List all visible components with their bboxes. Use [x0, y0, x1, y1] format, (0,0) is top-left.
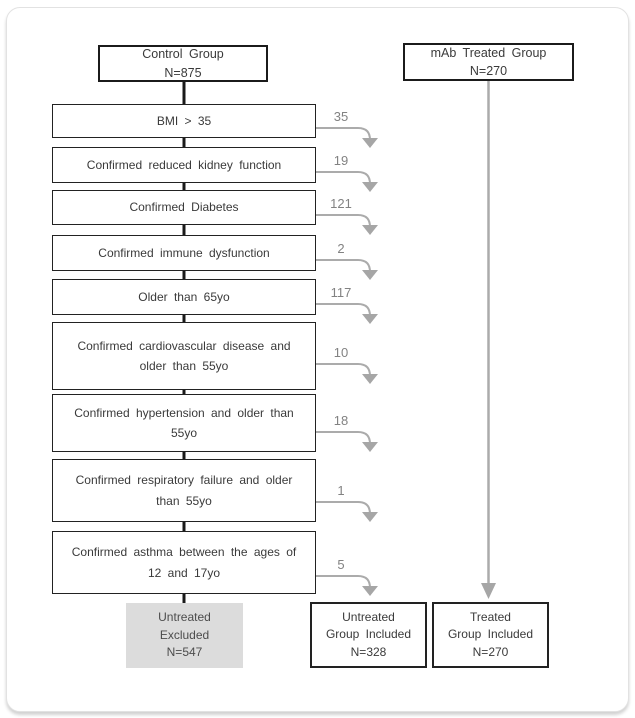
exclusion-box-respiratory: Confirmed respiratory failure and older … [52, 459, 316, 522]
excluded-line1: Untreated [158, 610, 211, 625]
exclusion-count-age65: 117 [330, 285, 352, 300]
exclusion-label: Confirmed asthma between the ages of 12 … [71, 545, 297, 580]
exclusion-box-asthma: Confirmed asthma between the ages of 12 … [52, 531, 316, 594]
mab-group-title: mAb Treated Group [430, 45, 547, 60]
treated-included-line2: Group Included [447, 627, 534, 642]
exclusion-label: Confirmed respiratory failure and older … [75, 473, 293, 508]
exclusion-box-age65: Older than 65yo [52, 279, 316, 315]
control-group-title: Control Group [142, 47, 224, 62]
untreated-included-box: Untreated Group Included N=328 [310, 602, 427, 668]
exclusion-count-respiratory: 1 [337, 483, 345, 498]
exclusion-label: Confirmed immune dysfunction [98, 245, 270, 260]
exclusion-box-immune: Confirmed immune dysfunction [52, 235, 316, 271]
untreated-included-n: N=328 [350, 644, 387, 659]
exclusion-label: Confirmed hypertension and older than 55… [74, 405, 294, 440]
treated-included-box: Treated Group Included N=270 [432, 602, 549, 668]
treated-included-line1: Treated [470, 609, 511, 624]
control-group-n: N=875 [164, 65, 202, 80]
exclusion-box-kidney: Confirmed reduced kidney function [52, 147, 316, 183]
exclusion-count-asthma: 5 [337, 557, 345, 572]
control-group-box: Control Group N=875 [98, 45, 268, 82]
exclusion-count-immune: 2 [337, 241, 345, 256]
exclusion-count-cardio: 10 [333, 345, 349, 360]
exclusion-label: Confirmed cardiovascular disease and old… [77, 338, 291, 373]
exclusion-label: BMI > 35 [156, 113, 212, 128]
exclusion-count-diabetes: 121 [330, 196, 352, 211]
treated-included-n: N=270 [472, 644, 509, 659]
untreated-excluded-box: Untreated Excluded N=547 [126, 603, 243, 668]
excluded-n: N=547 [166, 645, 203, 660]
excluded-line2: Excluded [159, 627, 210, 642]
exclusion-box-diabetes: Confirmed Diabetes [52, 190, 316, 225]
exclusion-count-hypertension: 18 [333, 413, 349, 428]
exclusion-box-cardio: Confirmed cardiovascular disease and old… [52, 322, 316, 390]
mab-treated-group-box: mAb Treated Group N=270 [403, 43, 574, 81]
exclusion-label: Confirmed Diabetes [129, 200, 239, 215]
exclusion-count-bmi: 35 [333, 109, 349, 124]
mab-group-n: N=270 [469, 64, 508, 78]
untreated-included-line2: Group Included [325, 627, 412, 642]
exclusion-label: Older than 65yo [138, 289, 230, 304]
exclusion-label: Confirmed reduced kidney function [86, 157, 282, 172]
untreated-included-line1: Untreated [342, 609, 395, 624]
exclusion-box-bmi: BMI > 35 [52, 104, 316, 138]
exclusion-count-kidney: 19 [333, 153, 349, 168]
exclusion-box-hypertension: Confirmed hypertension and older than 55… [52, 394, 316, 452]
